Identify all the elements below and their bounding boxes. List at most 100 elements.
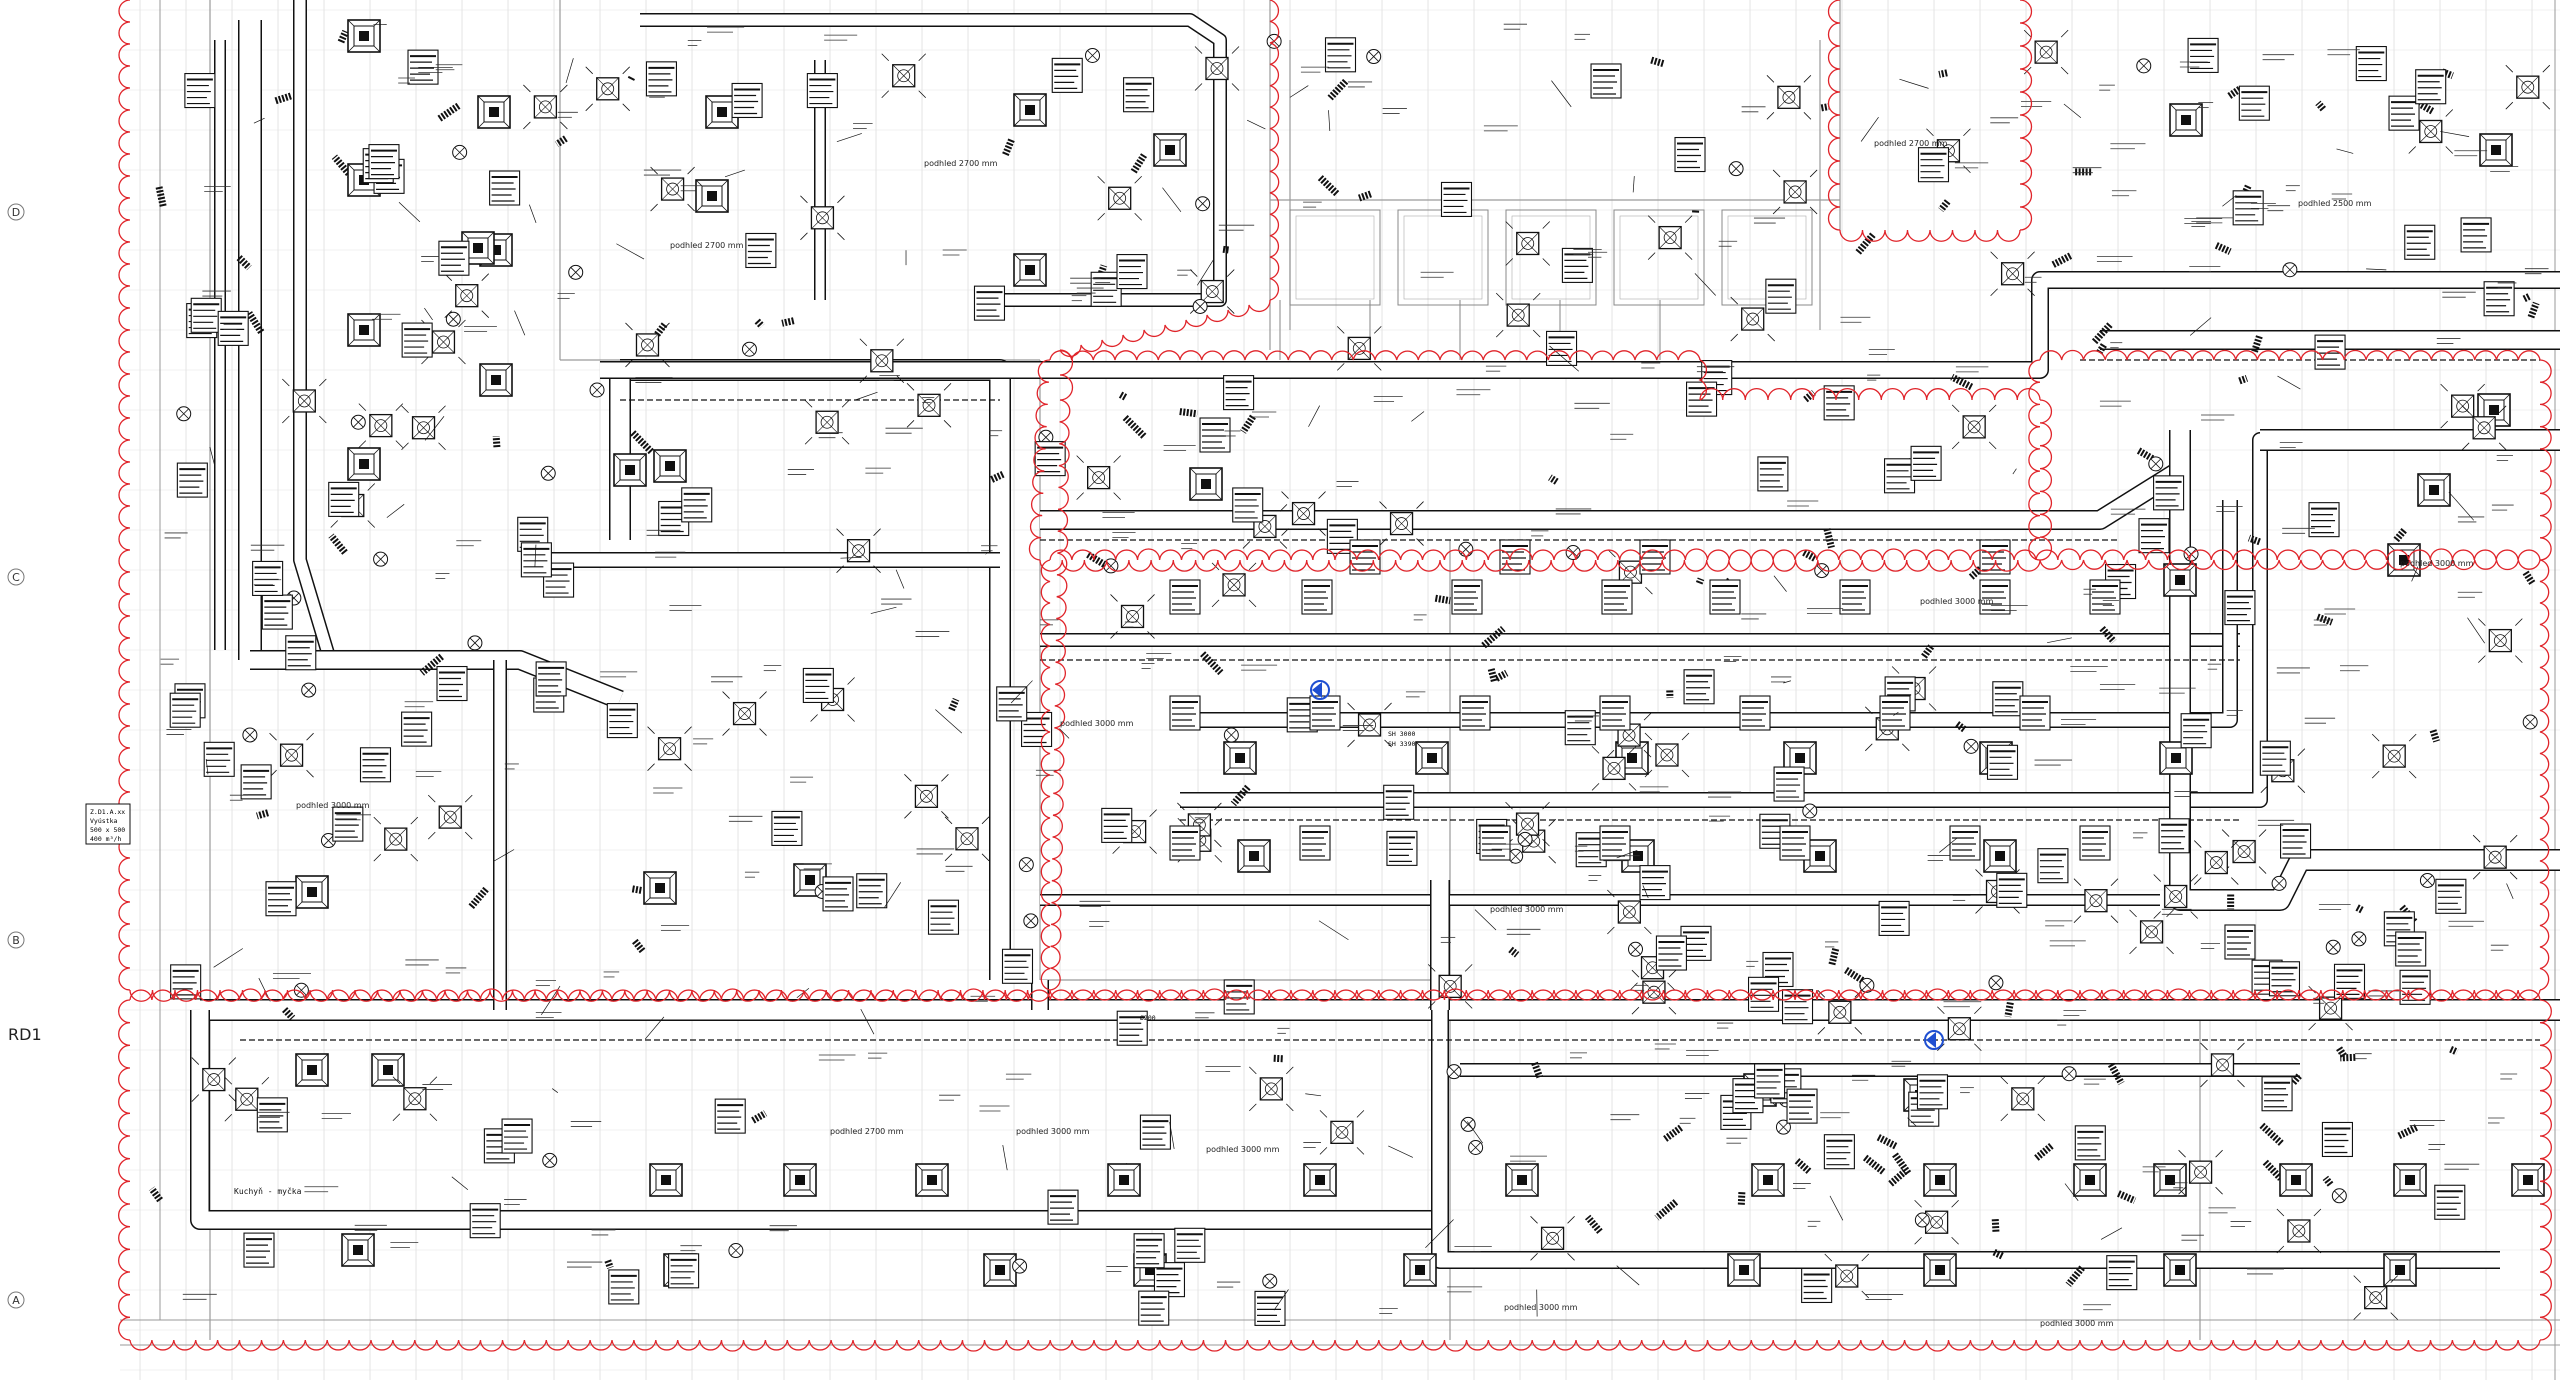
equipment-tag [2356, 47, 2386, 81]
equipment-tag [286, 636, 316, 670]
equipment-tag [2181, 714, 2211, 748]
equipment-tag [1350, 540, 1380, 574]
equipment-tag [928, 900, 958, 934]
supply-diffuser [644, 872, 676, 904]
flex-duct [1995, 1219, 1996, 1232]
sample-tag-left: Z.D1.A.xx Vyústka 500 x 500 400 m³/h [86, 804, 130, 844]
supply-diffuser [1416, 742, 1448, 774]
equipment-tag [646, 62, 676, 96]
fan-icon [2326, 940, 2340, 954]
leader [1633, 176, 1634, 192]
cloud-segment [2040, 350, 2540, 360]
equipment-tag [244, 1233, 274, 1267]
equipment-tag [1600, 696, 1630, 730]
equipment-tag [1562, 248, 1592, 282]
supply-diffuser [1238, 840, 1270, 872]
supply-diffuser [348, 314, 380, 346]
equipment-tag [1387, 831, 1417, 865]
leader [1247, 120, 1265, 129]
equipment-tag [536, 662, 566, 696]
cloud-segment [1050, 549, 2540, 560]
flex-duct [1330, 81, 1346, 98]
leader [1162, 188, 1180, 212]
leader [1861, 117, 1878, 141]
equipment-tag [1170, 580, 1200, 614]
equipment-tag [1500, 540, 1530, 574]
equipment-tag [2154, 476, 2184, 510]
fan-icon [177, 407, 191, 421]
flex-duct [1120, 394, 1125, 397]
supply-diffuser [1984, 840, 2016, 872]
flex-duct [2396, 530, 2404, 540]
flex-duct [1435, 598, 1450, 601]
equipment-tag [1460, 696, 1490, 730]
equipment-tag [974, 286, 1004, 320]
equipment-tag [1052, 58, 1082, 92]
equipment-tag [1840, 580, 1870, 614]
callout-14: podhled 3000 mm [2040, 1319, 2114, 1328]
fan-icon [1729, 162, 1743, 176]
fan-icon [2149, 457, 2163, 471]
supply-diffuser [1304, 1164, 1336, 1196]
flex-duct [2317, 617, 2332, 622]
fan-icon [1469, 1141, 1483, 1155]
equipment-tag [1656, 936, 1686, 970]
equipment-tag [2309, 503, 2339, 537]
fan-icon [1629, 942, 1643, 956]
leader [566, 58, 573, 83]
fan-icon [243, 728, 257, 742]
fan-icon [1459, 542, 1473, 556]
fan-icon [1193, 299, 1207, 313]
leader [1411, 411, 1424, 421]
shaft [1398, 210, 1488, 305]
exhaust-diffuser [2506, 65, 2550, 109]
grid-tag-d: D [12, 206, 20, 219]
flex-duct [557, 138, 566, 144]
flex-duct [1895, 1154, 1909, 1174]
equipment-tag [177, 463, 207, 497]
equipment-tag [1124, 78, 1154, 112]
equipment-tag [1224, 376, 1254, 410]
leader [552, 1089, 558, 1093]
exhaust-diffuser [2194, 841, 2238, 885]
callout-7: podhled 3000 mm [1016, 1127, 1090, 1136]
equipment-tag [1980, 540, 2010, 574]
equipment-tag [2315, 335, 2345, 369]
flex-duct [2239, 378, 2246, 381]
tag-line-2: Vyústka [90, 817, 117, 825]
equipment-tag [1880, 696, 1910, 730]
equipment-tag [1710, 580, 1740, 614]
tag-line-4: 400 m³/h [90, 835, 121, 843]
leader [2507, 883, 2514, 898]
exhaust-diffuser [428, 795, 472, 839]
equipment-tag [1780, 826, 1810, 860]
supply-diffuser [2512, 1164, 2544, 1196]
equipment-tag [715, 1099, 745, 1133]
flex-duct [2139, 451, 2153, 459]
flex-duct [753, 1113, 766, 1120]
supply-diffuser [1154, 134, 1186, 166]
equipment-tag [1918, 148, 1948, 182]
equipment-tag [1117, 255, 1147, 289]
fan-icon [541, 466, 555, 480]
leader [855, 392, 877, 400]
equipment-tag [1102, 808, 1132, 842]
leader [1319, 921, 1349, 940]
elev-1: SH 3000 [1388, 730, 1415, 738]
fan-icon [2332, 1189, 2346, 1203]
flex-duct [2318, 103, 2323, 109]
equipment-tag [2461, 218, 2491, 252]
exhaust-diffuser [2354, 1276, 2398, 1320]
equipment-tag [2239, 86, 2269, 120]
leader [2449, 492, 2474, 520]
leader [424, 308, 432, 320]
supply-diffuser [2418, 474, 2450, 506]
supply-diffuser [342, 1234, 374, 1266]
fan-icon [742, 342, 756, 356]
equipment-tag [2107, 1256, 2137, 1290]
equipment-tag [607, 704, 637, 738]
leader [2337, 149, 2354, 154]
fan-icon [2137, 59, 2151, 73]
exhaust-diffuser [1077, 456, 1121, 500]
